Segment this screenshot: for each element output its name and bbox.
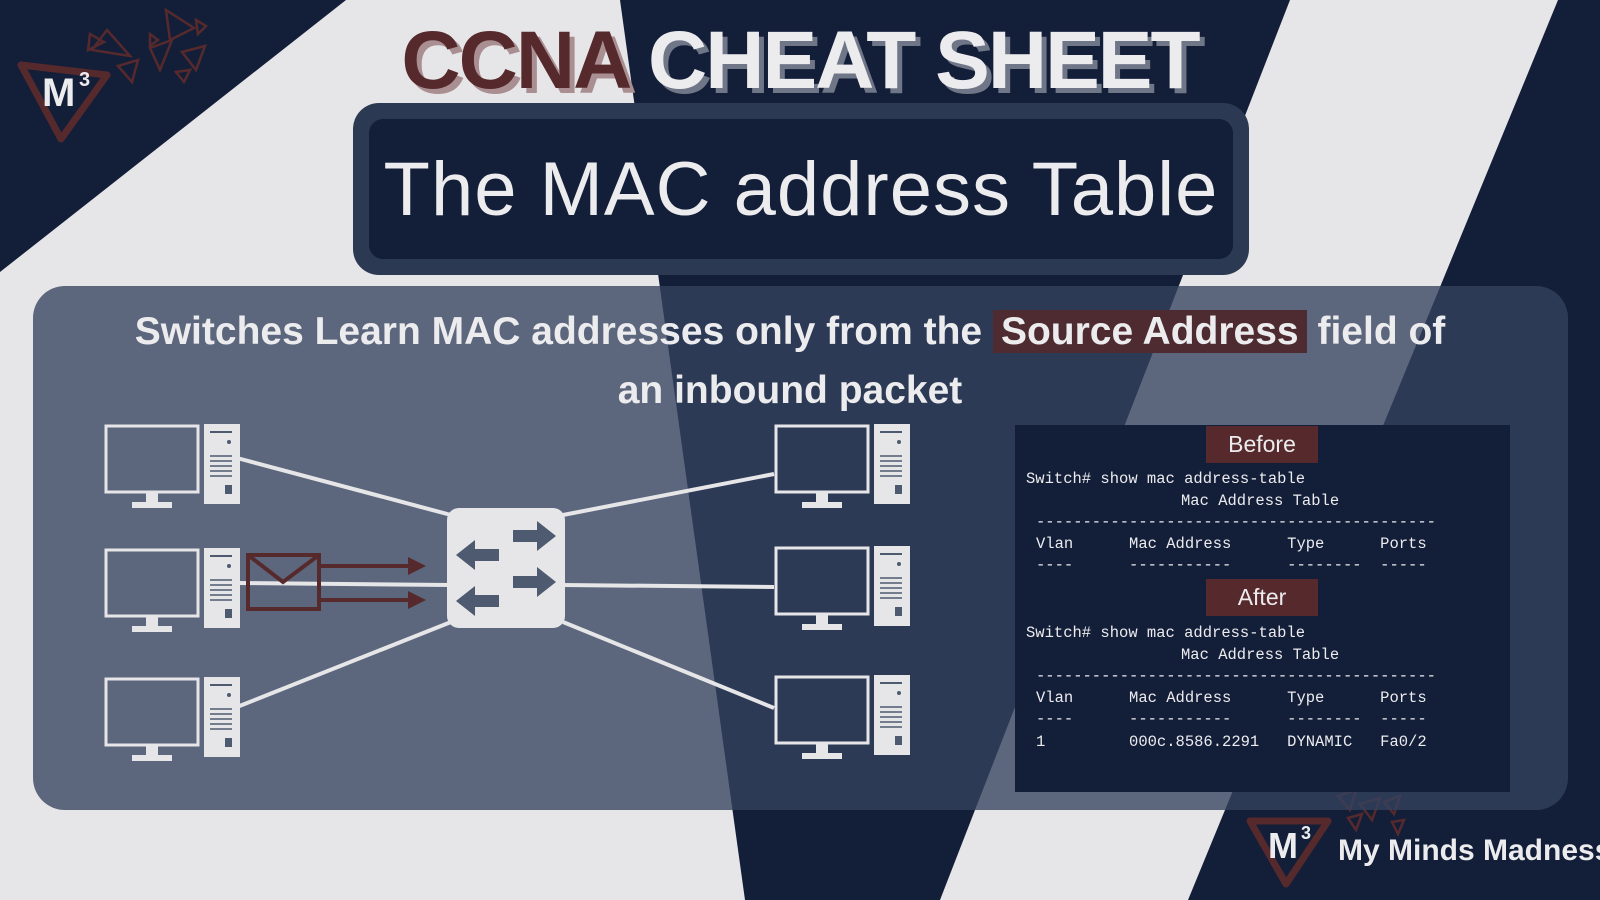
connection-lines bbox=[236, 456, 775, 710]
footer-brand: My Minds Madness bbox=[1338, 834, 1600, 867]
headline-line2: an inbound packet bbox=[617, 369, 963, 412]
computer-icon bbox=[104, 546, 242, 634]
frame-arrows bbox=[319, 557, 426, 609]
before-table-title: Mac Address Table bbox=[1181, 492, 1340, 510]
computer-icon bbox=[774, 544, 912, 632]
subtitle-inner: The MAC address Table bbox=[369, 119, 1233, 259]
before-command: Switch# show mac address-table bbox=[1026, 470, 1306, 488]
logo-superscript: 3 bbox=[1301, 823, 1311, 843]
title-ccna: CCNA bbox=[401, 15, 629, 106]
logo-superscript: 3 bbox=[79, 69, 90, 91]
computer-icon bbox=[104, 422, 242, 510]
logo-top-left: M 3 bbox=[17, 61, 111, 143]
triangle-pattern-top-left bbox=[86, 7, 209, 85]
computer-icon bbox=[104, 675, 242, 763]
terminal-output: Before Switch# show mac address-table Ma… bbox=[1015, 425, 1510, 792]
after-row: 1 000c.8586.2291 DYNAMIC Fa0/2 bbox=[1036, 733, 1427, 751]
before-divider: ----------------------------------------… bbox=[1036, 513, 1436, 531]
headline-post: field of bbox=[1317, 310, 1446, 353]
link-right-2 bbox=[562, 583, 775, 589]
after-underline: ---- ----------- -------- ----- bbox=[1036, 710, 1427, 728]
link-left-1 bbox=[236, 456, 452, 517]
link-left-3 bbox=[236, 620, 452, 709]
logo-triangle-icon bbox=[1246, 817, 1332, 888]
logo-mark: M bbox=[1268, 825, 1298, 866]
link-right-1 bbox=[562, 472, 775, 517]
main-title: CCNA CHEAT SHEET bbox=[0, 14, 1600, 108]
title-cheat-sheet: CHEAT SHEET bbox=[648, 15, 1201, 106]
computer-icon bbox=[774, 422, 912, 510]
logo-triangle-icon bbox=[17, 61, 111, 143]
subtitle-text: The MAC address Table bbox=[383, 146, 1219, 232]
logo-mark: M bbox=[42, 71, 75, 115]
envelope-icon bbox=[246, 553, 321, 611]
computer-icon bbox=[774, 673, 912, 761]
subtitle-box: The MAC address Table bbox=[353, 103, 1249, 275]
link-left-2 bbox=[236, 581, 452, 587]
switch-icon bbox=[447, 508, 565, 628]
headline-highlight: Source Address bbox=[992, 310, 1307, 353]
badge-after: After bbox=[1206, 579, 1318, 616]
after-header: Vlan Mac Address Type Ports bbox=[1036, 689, 1427, 707]
headline: Switches Learn MAC addresses only from t… bbox=[120, 302, 1460, 420]
badge-before: Before bbox=[1206, 426, 1318, 463]
logo-bottom-right: M 3 bbox=[1246, 817, 1332, 888]
headline-pre: Switches Learn MAC addresses only from t… bbox=[134, 310, 983, 353]
after-table-title: Mac Address Table bbox=[1181, 646, 1340, 664]
after-command: Switch# show mac address-table bbox=[1026, 624, 1306, 642]
bg-top-left-navy bbox=[0, 0, 346, 272]
link-right-3 bbox=[562, 620, 775, 710]
before-underline: ---- ----------- -------- ----- bbox=[1036, 556, 1427, 574]
before-header: Vlan Mac Address Type Ports bbox=[1036, 535, 1427, 553]
after-divider: ----------------------------------------… bbox=[1036, 667, 1436, 685]
